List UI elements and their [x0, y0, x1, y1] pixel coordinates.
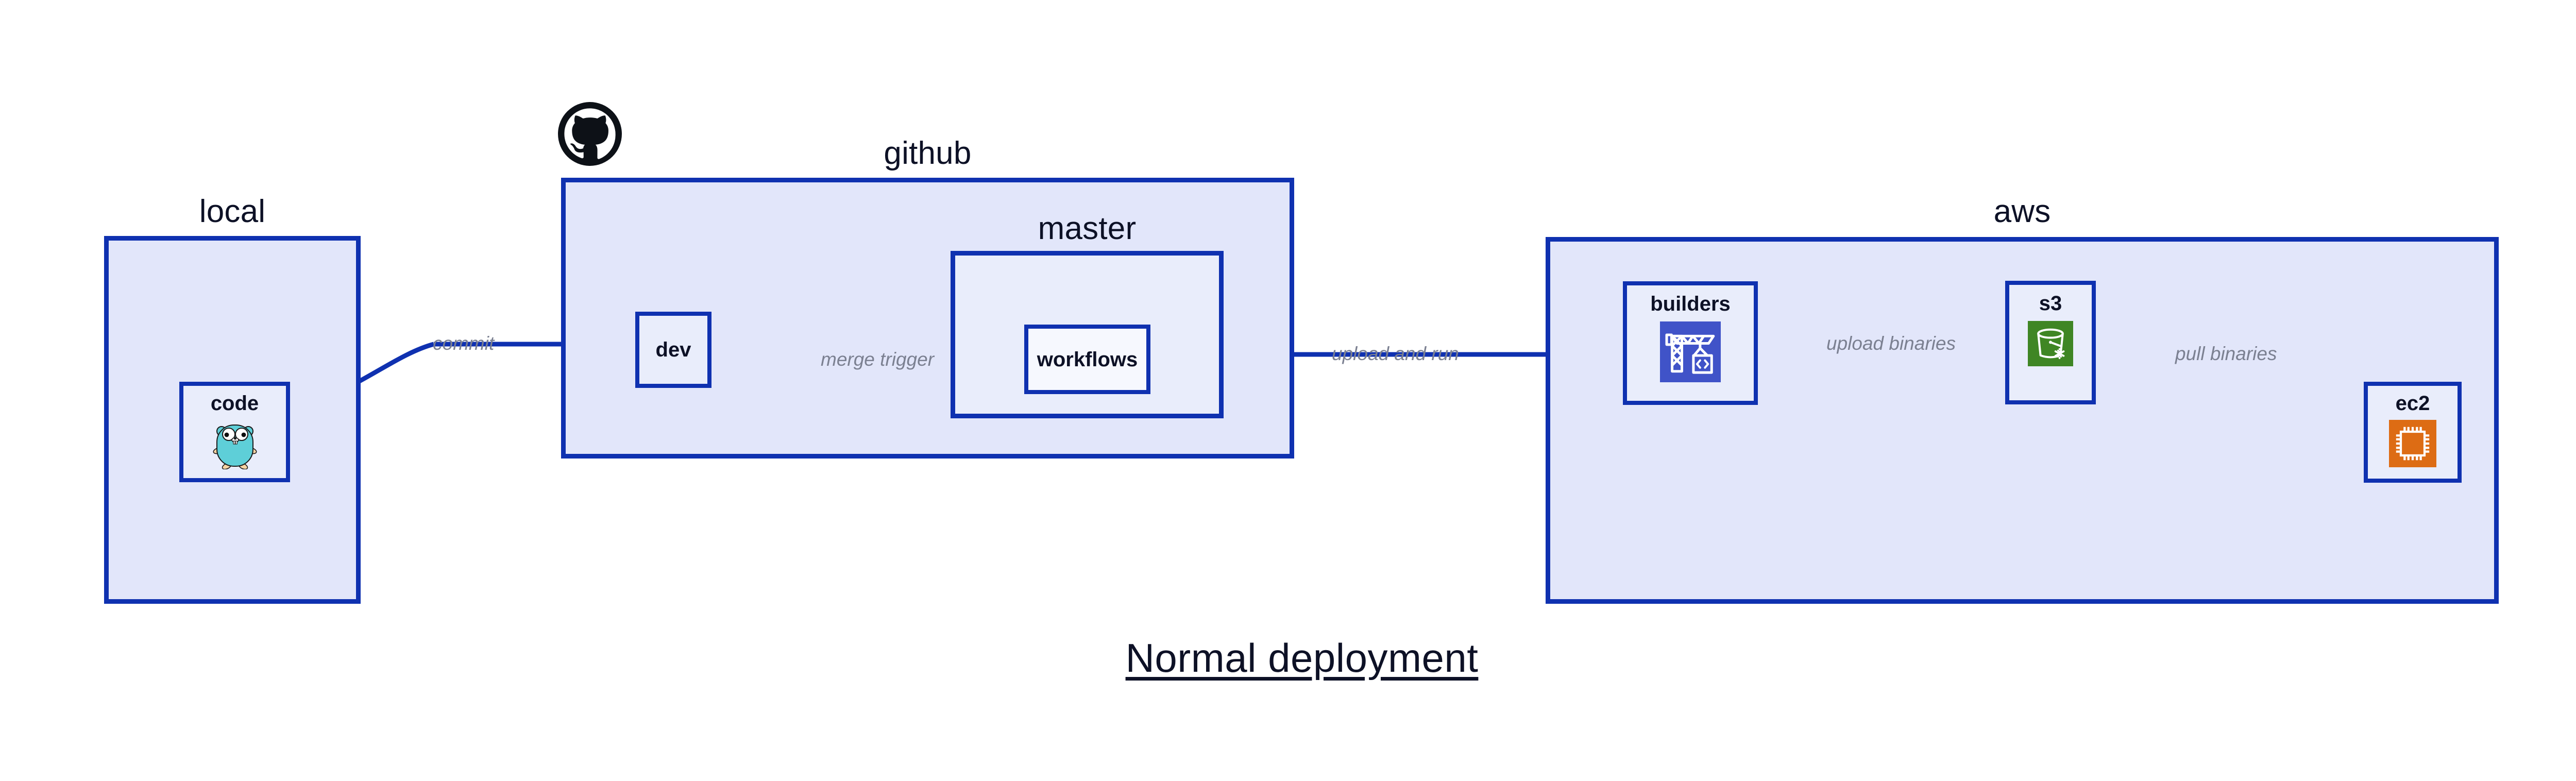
edge-label-merge-trigger: merge trigger	[821, 349, 935, 370]
aws-s3-glacier-icon	[2028, 321, 2073, 369]
aws-codebuild-icon	[1660, 321, 1721, 385]
edge-label-upload-binaries: upload binaries	[1826, 333, 1956, 354]
edge-label-upload-and-run: upload and run	[1332, 343, 1459, 364]
node-workflows[interactable]: workflows	[1024, 325, 1150, 394]
group-label-aws: aws	[1993, 194, 2051, 229]
diagram-title: Normal deployment	[0, 635, 2576, 682]
node-workflows-label: workflows	[1037, 348, 1138, 371]
node-dev-label: dev	[655, 338, 691, 361]
node-s3[interactable]: s3	[2005, 281, 2096, 404]
node-builders-label: builders	[1650, 293, 1731, 315]
group-label-github: github	[884, 135, 972, 171]
edge-label-pull-binaries: pull binaries	[2175, 343, 2277, 364]
node-builders[interactable]: builders	[1623, 281, 1758, 405]
node-code-label: code	[210, 392, 259, 415]
aws-ec2-chip-icon	[2389, 420, 2436, 470]
github-octocat-icon	[558, 102, 622, 168]
node-s3-label: s3	[2039, 292, 2062, 315]
node-ec2-label: ec2	[2395, 392, 2430, 415]
node-dev[interactable]: dev	[635, 312, 711, 388]
group-label-local: local	[199, 194, 266, 229]
node-ec2[interactable]: ec2	[2364, 382, 2462, 483]
node-code[interactable]: code	[179, 382, 290, 482]
diagram-title-text: Normal deployment	[1125, 635, 1479, 681]
edge-label-commit: commit	[433, 333, 495, 354]
go-gopher-icon	[213, 420, 257, 472]
group-label-master: master	[1038, 211, 1137, 246]
